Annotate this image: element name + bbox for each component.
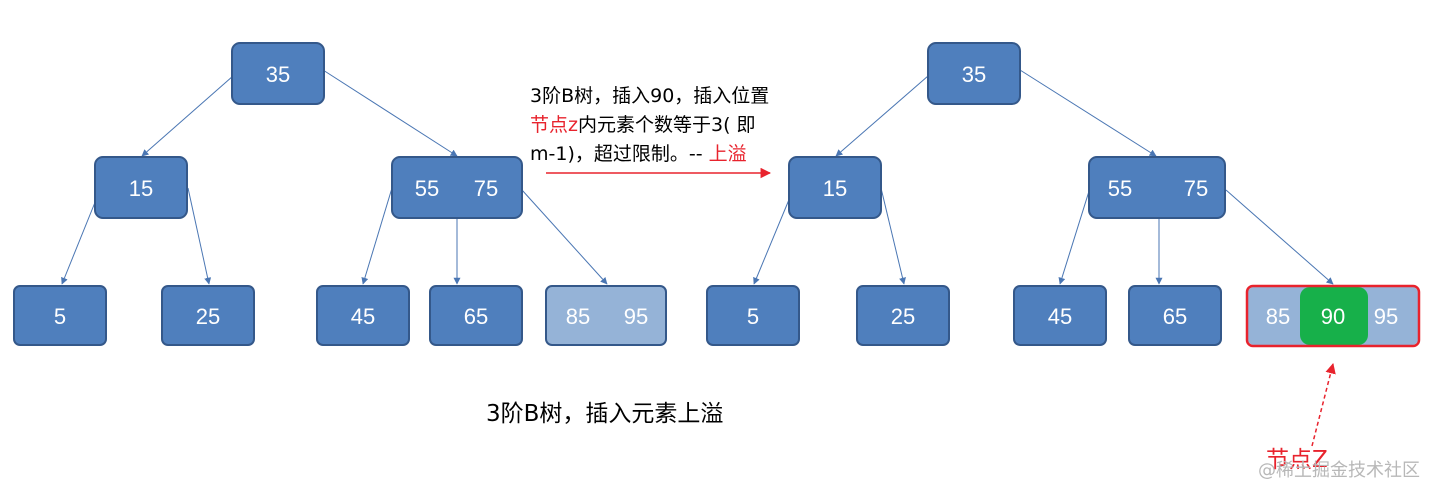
right-leaf-key: 5 bbox=[747, 304, 759, 329]
right-leaf-key: 25 bbox=[891, 304, 915, 329]
right-node-55-75: 55 75 bbox=[1088, 156, 1226, 219]
left-leaf-25: 25 bbox=[161, 285, 255, 346]
left-leaf-key: 65 bbox=[464, 304, 488, 329]
right-leaf-25: 25 bbox=[856, 285, 950, 346]
annotation-line-2-text: 内元素个数等于3( 即 bbox=[577, 114, 756, 136]
left-leaf-key: 85 bbox=[566, 304, 590, 329]
diagram-caption: 3阶B树，插入元素上溢 bbox=[486, 401, 724, 427]
left-leaf-key: 5 bbox=[54, 304, 66, 329]
left-l1-key: 75 bbox=[474, 176, 498, 201]
right-leaf-key: 85 bbox=[1266, 304, 1290, 329]
left-l1-key: 55 bbox=[415, 176, 439, 201]
overflow-outline bbox=[1245, 284, 1421, 348]
annotation-line-1: 3阶B树，插入90，插入位置 bbox=[530, 85, 770, 107]
annotation-line-3-text: m-1)，超过限制。-- bbox=[530, 143, 709, 165]
right-leaf-key: 95 bbox=[1374, 304, 1398, 329]
left-edge-15-25 bbox=[187, 187, 212, 285]
right-edges bbox=[753, 69, 1334, 285]
left-leaf-85-95: 85 95 bbox=[545, 285, 667, 346]
node-z-pointer-arrow bbox=[1311, 362, 1336, 447]
left-root-node: 35 bbox=[231, 42, 325, 105]
left-node-15: 15 bbox=[94, 156, 188, 219]
left-tree: 35 15 55 75 5 25 45 65 85 bbox=[13, 42, 667, 346]
right-edge-root-15 bbox=[835, 75, 929, 157]
left-leaf-key: 45 bbox=[351, 304, 375, 329]
left-leaf-key: 25 bbox=[196, 304, 220, 329]
annotation-node-z: 节点z bbox=[530, 114, 578, 136]
left-edges bbox=[61, 69, 608, 285]
inserted-key-highlight bbox=[1300, 287, 1368, 345]
right-edge-root-5575 bbox=[1019, 69, 1157, 157]
annotation-line-3: m-1)，超过限制。-- 上溢 bbox=[530, 140, 747, 168]
right-node-15: 15 bbox=[788, 156, 882, 219]
right-leaf-key: 45 bbox=[1048, 304, 1072, 329]
left-edge-5575-45 bbox=[361, 187, 393, 285]
left-edge-5575-8595 bbox=[521, 189, 608, 285]
left-leaf-65: 65 bbox=[429, 285, 523, 346]
watermark: @稀土掘金技术社区 bbox=[1258, 460, 1420, 481]
right-l1-key: 15 bbox=[823, 176, 847, 201]
annotation-line-2: 节点z内元素个数等于3( 即 bbox=[530, 111, 756, 139]
overflow-node-z: 85 90 95 bbox=[1245, 284, 1421, 348]
left-leaf-key: 95 bbox=[624, 304, 648, 329]
left-edge-root-15 bbox=[141, 75, 234, 157]
right-leaf-65: 65 bbox=[1128, 285, 1222, 346]
left-node-55-75: 55 75 bbox=[391, 156, 523, 219]
left-root-key: 35 bbox=[266, 62, 290, 87]
right-edge-15-25 bbox=[880, 187, 906, 285]
right-root-node: 35 bbox=[927, 42, 1021, 105]
inserted-key: 90 bbox=[1321, 304, 1345, 329]
right-edge-15-5 bbox=[753, 189, 794, 285]
annotation-overflow-word: 上溢 bbox=[708, 143, 747, 165]
left-edge-15-5 bbox=[61, 189, 101, 285]
right-leaf-45: 45 bbox=[1013, 285, 1107, 346]
node-z-label: 节点Z bbox=[1266, 447, 1328, 473]
right-leaf-5: 5 bbox=[706, 285, 800, 346]
left-edge-root-5575 bbox=[322, 69, 458, 157]
right-root-key: 35 bbox=[962, 62, 986, 87]
right-edge-5575-859095 bbox=[1225, 189, 1334, 285]
left-leaf-5: 5 bbox=[13, 285, 107, 346]
right-edge-5575-45 bbox=[1058, 187, 1091, 285]
left-l1-key: 15 bbox=[129, 176, 153, 201]
right-l1-key: 55 bbox=[1108, 176, 1132, 201]
right-tree: 35 15 55 75 5 25 45 65 bbox=[706, 42, 1421, 447]
left-leaf-45: 45 bbox=[316, 285, 410, 346]
right-l1-key: 75 bbox=[1184, 176, 1208, 201]
right-leaf-key: 65 bbox=[1163, 304, 1187, 329]
